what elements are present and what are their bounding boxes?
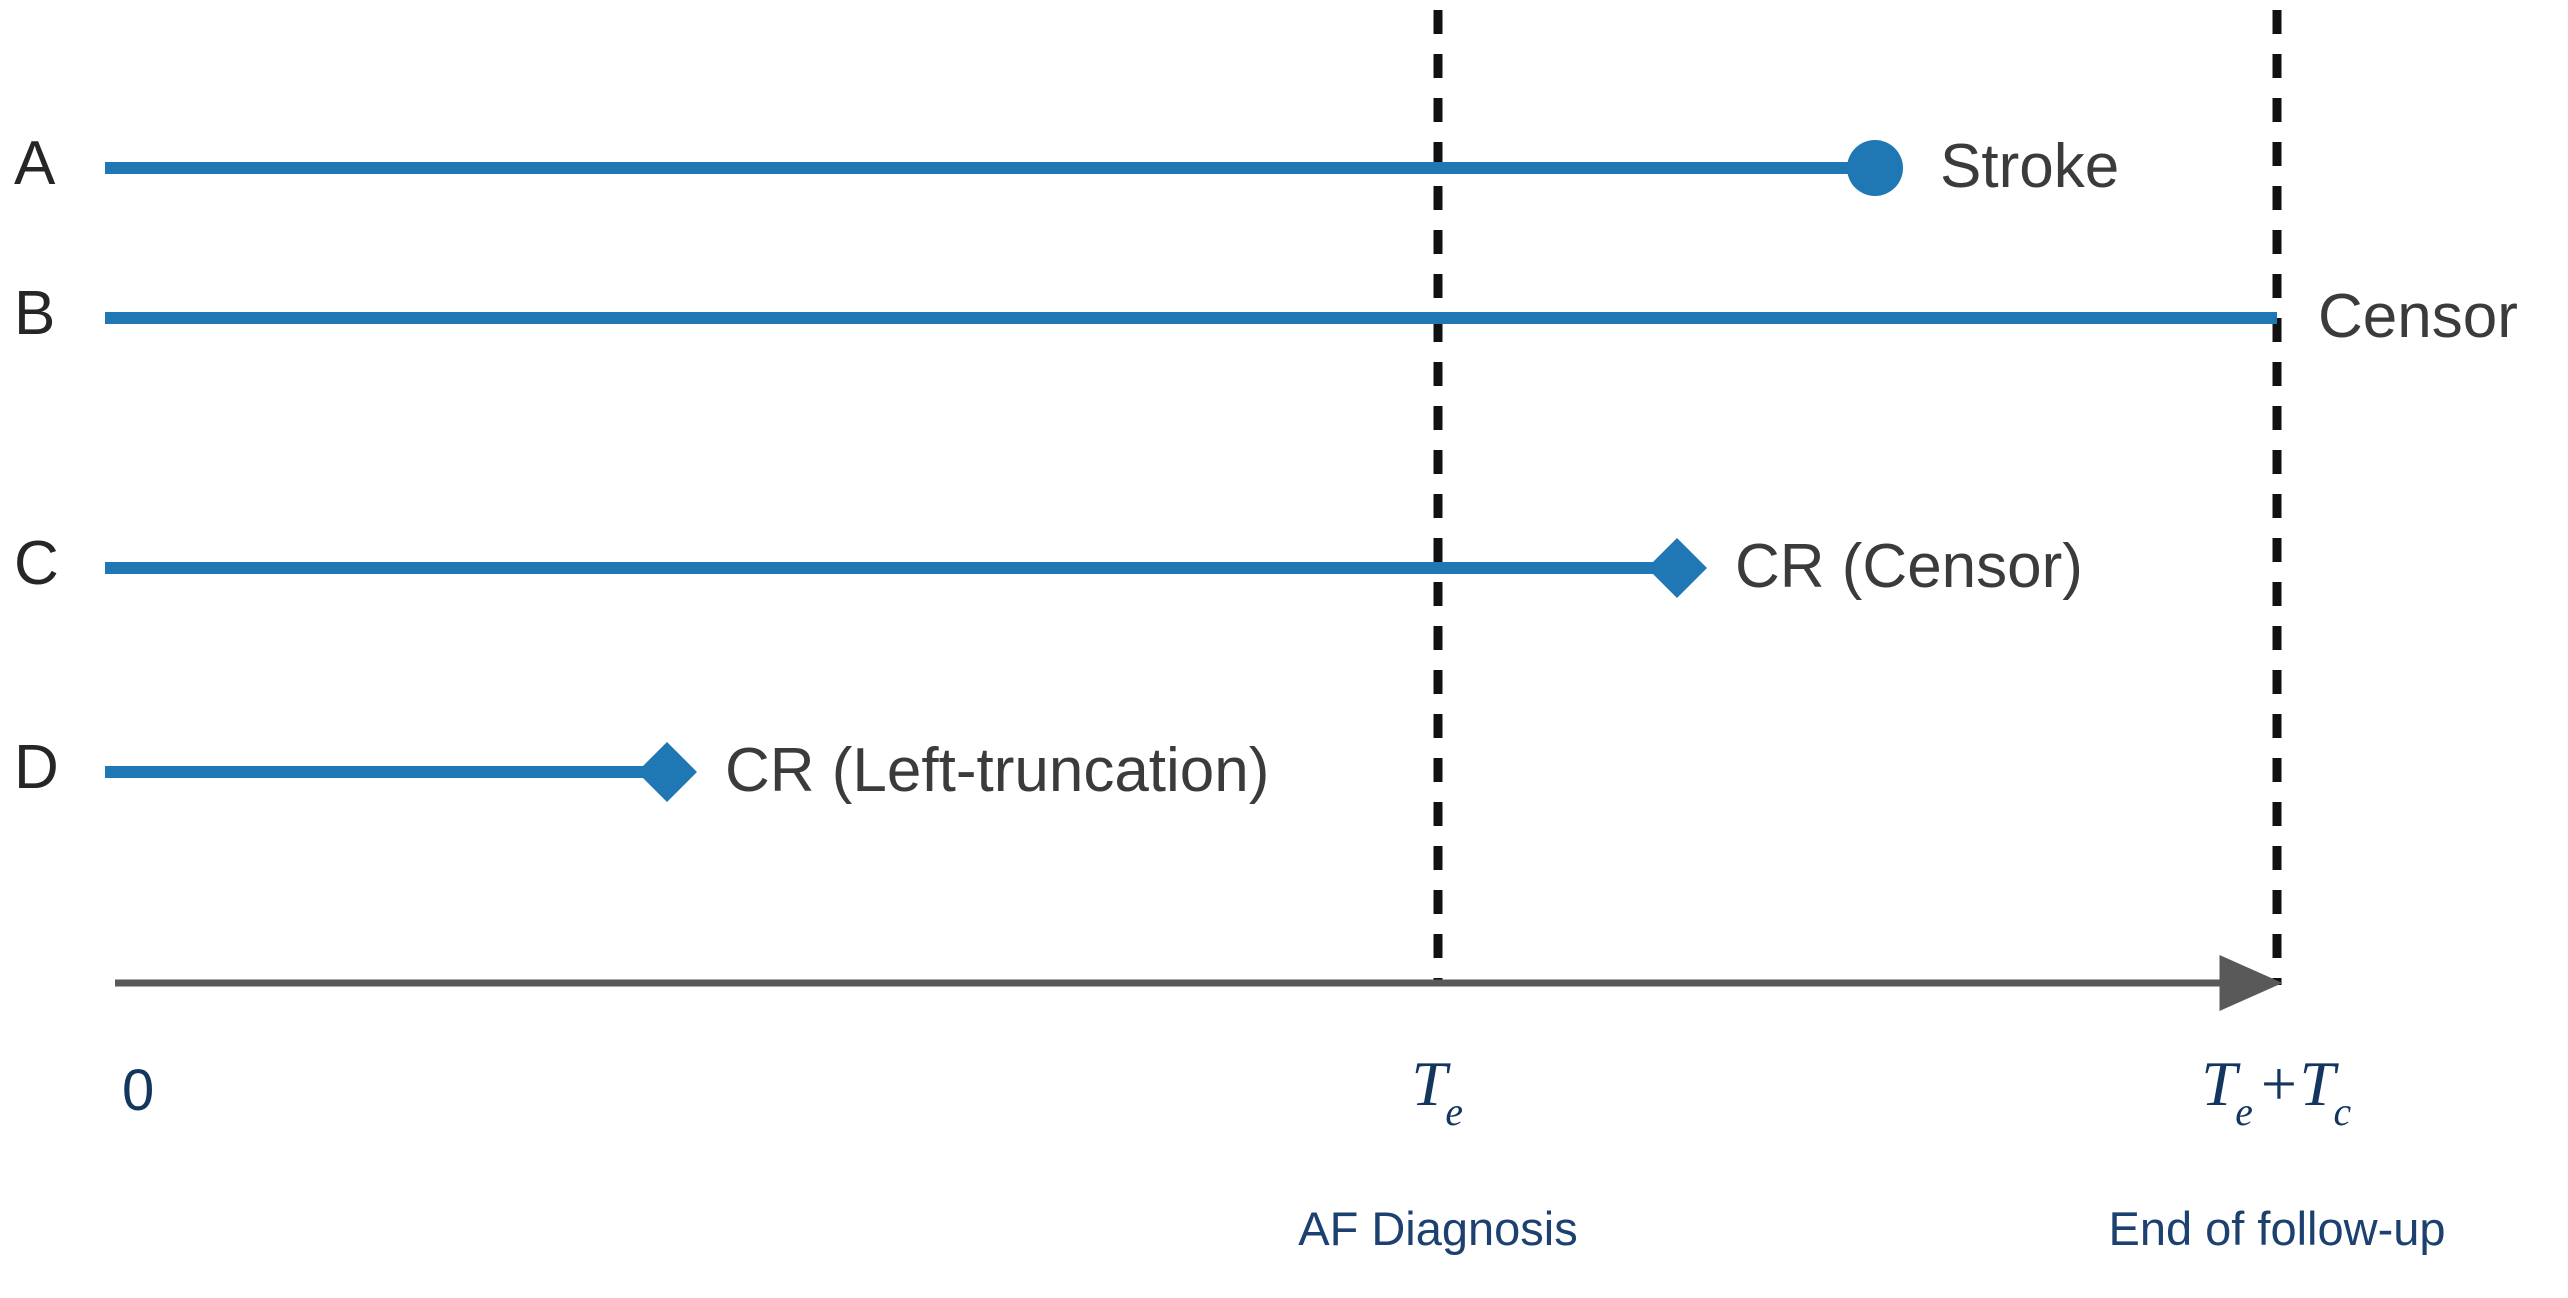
axis-zero-label: 0 (122, 1058, 155, 1123)
annotation-end-of-followup: End of follow-up (2108, 1202, 2446, 1255)
te-main: T (1411, 1048, 1447, 1119)
row-label-d: D (14, 733, 59, 802)
tetc-main: T (2201, 1048, 2237, 1119)
event-label-stroke: Stroke (1940, 132, 2120, 201)
row-label-a: A (14, 129, 56, 198)
axis-tick-label-te-plus-tc: Te+Tc (2201, 1052, 2352, 1132)
event-label-censor: Censor (2318, 282, 2518, 351)
stroke-event-marker (1847, 140, 1903, 196)
cr-left-truncation-marker (637, 742, 697, 802)
row-label-c: C (14, 529, 59, 598)
annotation-af-diagnosis: AF Diagnosis (1298, 1202, 1578, 1255)
event-label-cr-left-truncation: CR (Left-truncation) (725, 736, 1270, 805)
axis-tick-label-te: Te (1411, 1052, 1464, 1132)
tetc-plus-sign: + (2260, 1048, 2297, 1119)
te-subscript: e (1445, 1090, 1464, 1135)
cr-censor-marker (1647, 538, 1707, 598)
event-label-cr-censor: CR (Censor) (1735, 532, 2083, 601)
row-label-b: B (14, 279, 56, 348)
tetc-subscript2: c (2333, 1090, 2352, 1135)
tetc-subscript: e (2235, 1090, 2253, 1135)
tetc-main2: T (2299, 1048, 2336, 1119)
